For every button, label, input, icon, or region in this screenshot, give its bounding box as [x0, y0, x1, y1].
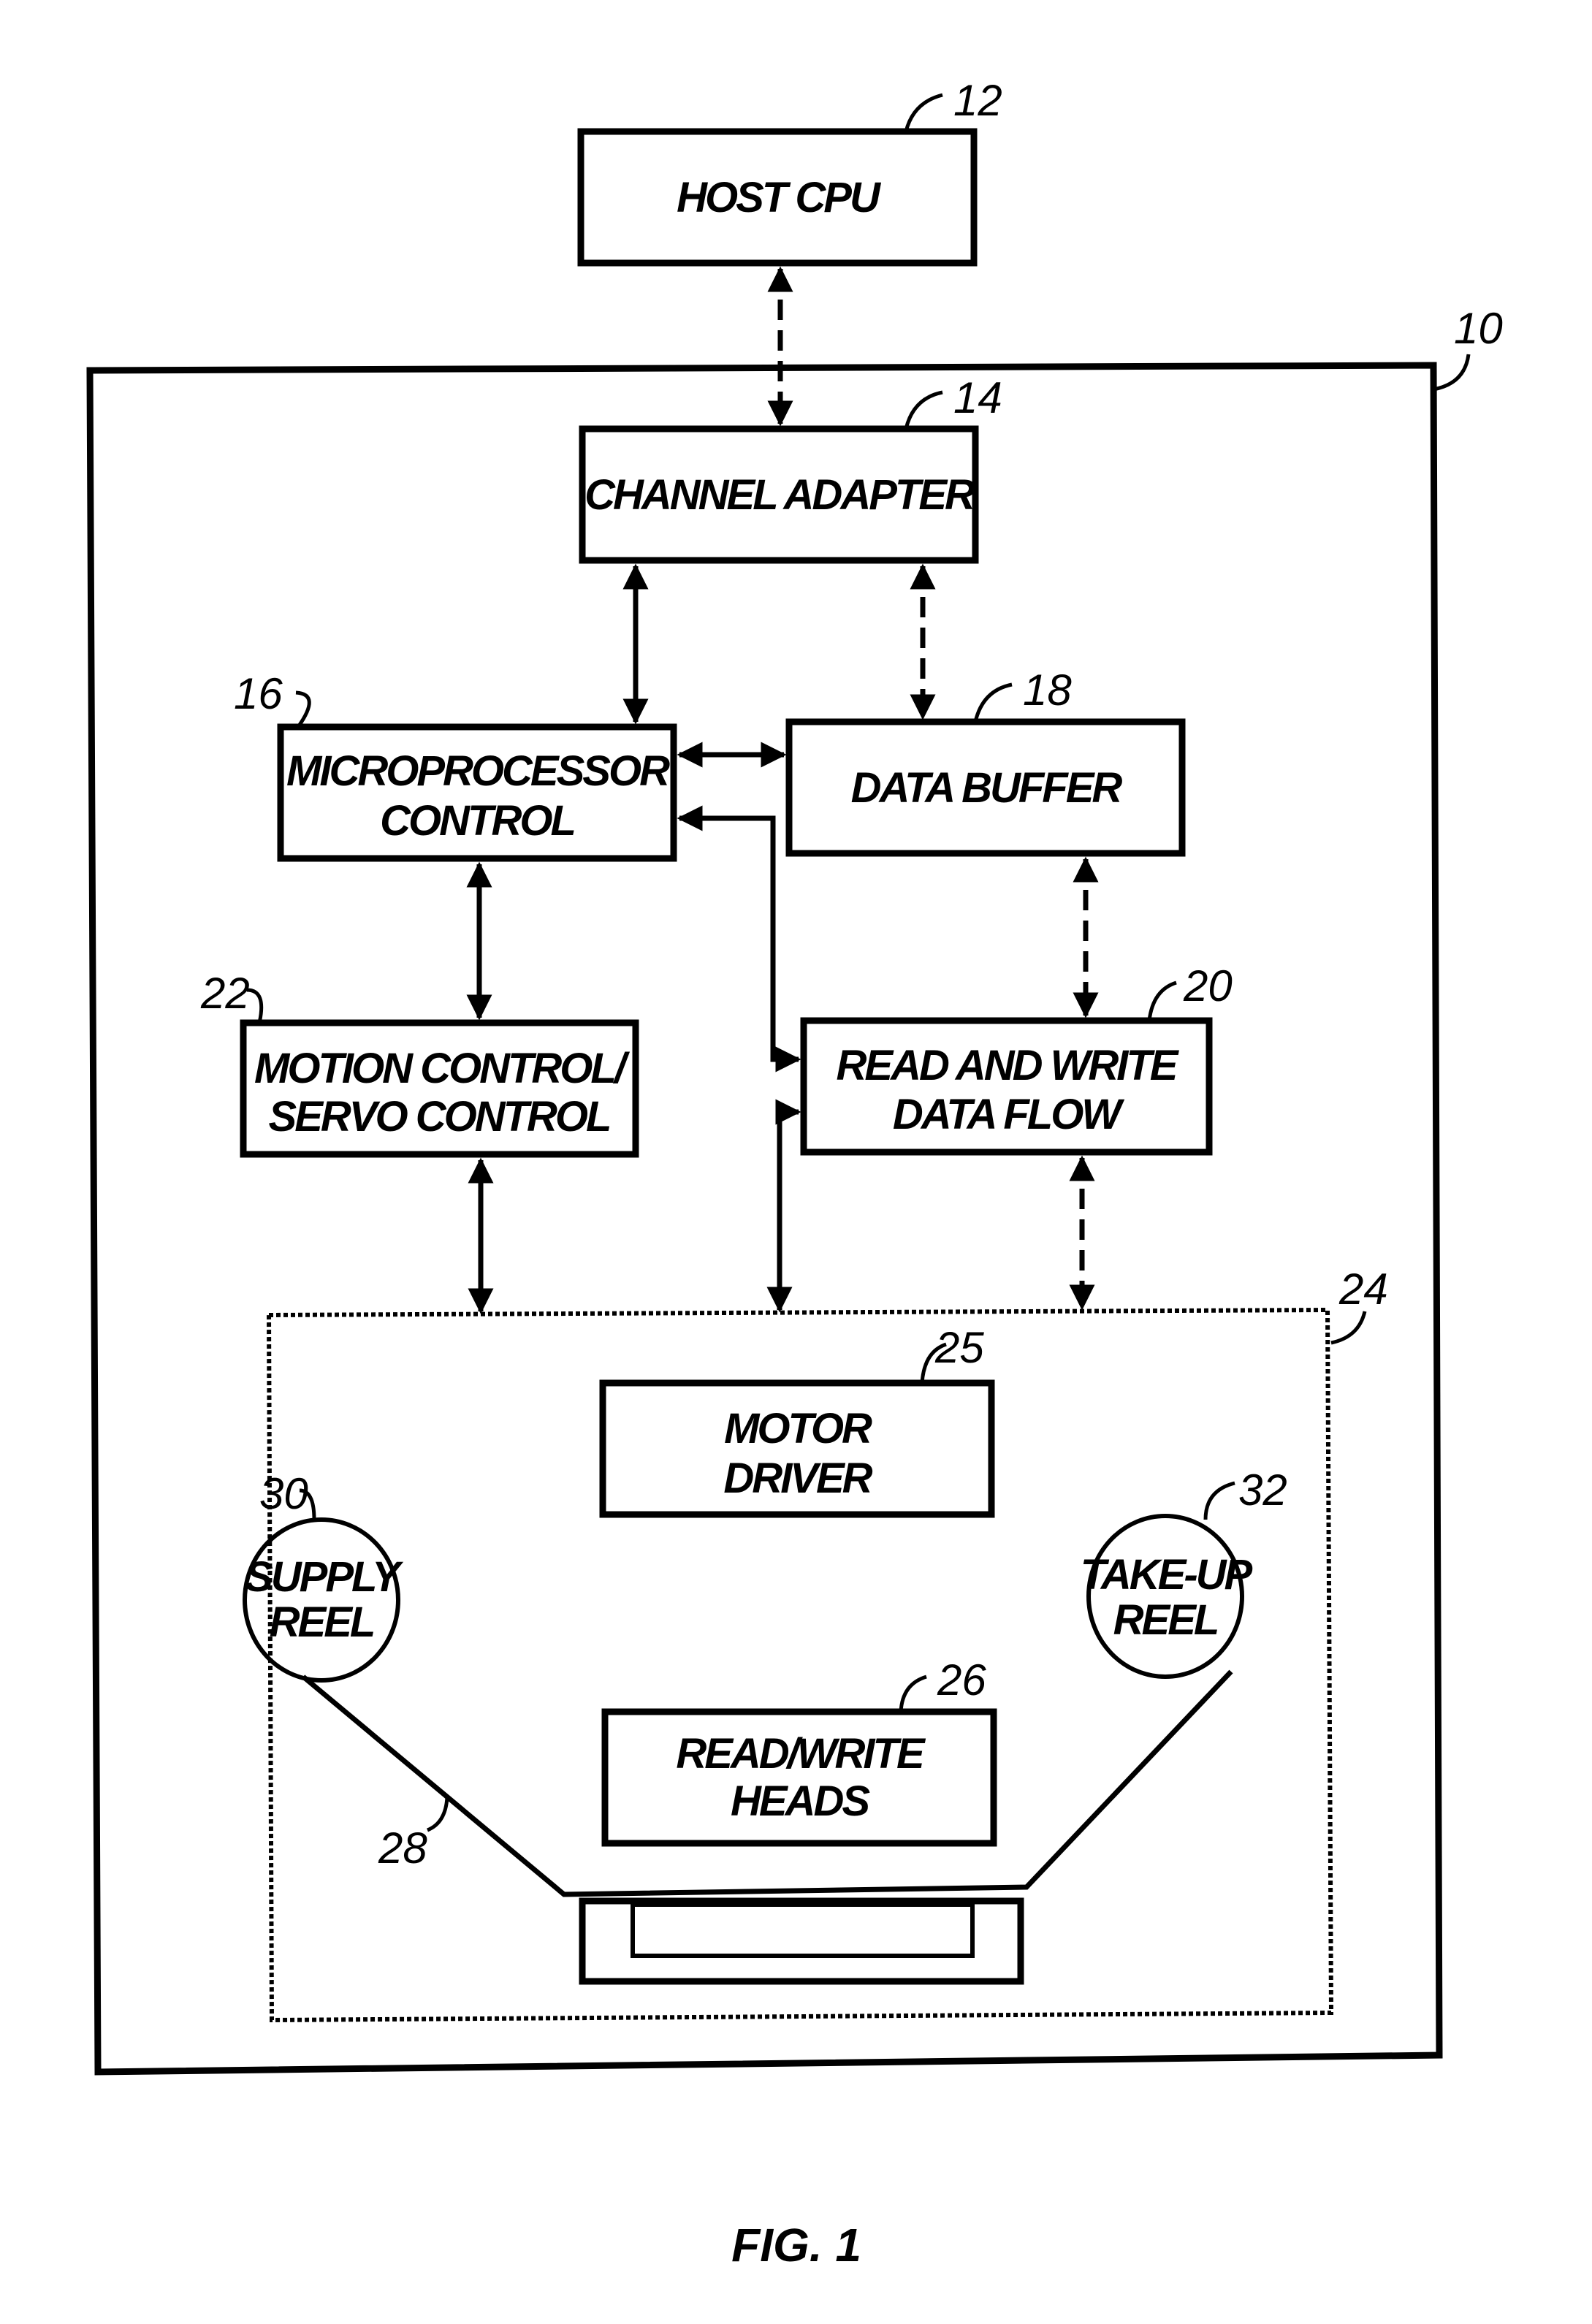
leader-26: [899, 1675, 927, 1712]
leader-10: [1433, 354, 1471, 392]
figure-caption: FIG. 1: [731, 2219, 861, 2271]
data-flow-label-line1: READ AND WRITE: [837, 1042, 1180, 1089]
block-read-write-heads: READ/WRITE HEADS 26: [601, 1656, 997, 1847]
block-microprocessor-control: MICROPROCESSOR CONTROL 16: [234, 669, 677, 862]
ref-label-25: 25: [934, 1323, 984, 1372]
tape-drive-enclosure-24: [266, 1307, 1334, 2023]
ref-label-32: 32: [1238, 1466, 1287, 1515]
motor-driver-label-line2: DRIVER: [723, 1455, 872, 1502]
leader-12: [904, 93, 943, 132]
ref-label-18: 18: [1023, 666, 1072, 715]
leader-16: [295, 690, 311, 728]
supply-reel: SUPPLY REEL 30: [243, 1469, 406, 1683]
block-host-cpu: HOST CPU 12: [577, 76, 1002, 267]
ref-label-30: 30: [259, 1469, 308, 1518]
ref-label-24: 24: [1338, 1265, 1388, 1314]
block-read-write-data-flow: READ AND WRITE DATA FLOW 20: [800, 961, 1233, 1156]
microprocessor-label-line2: CONTROL: [380, 797, 574, 845]
leader-32: [1203, 1481, 1235, 1520]
channel-adapter-label: CHANNEL ADAPTER: [584, 471, 975, 519]
leader-25: [920, 1342, 947, 1384]
take-up-reel-label-line1: TAKE-UP: [1081, 1551, 1253, 1599]
block-data-buffer: DATA BUFFER 18: [785, 666, 1186, 857]
head-assembly-inner: [631, 1902, 975, 1958]
take-up-reel-label-line2: REEL: [1113, 1596, 1218, 1644]
leader-18: [973, 682, 1013, 723]
ref-label-12: 12: [953, 76, 1002, 125]
supply-reel-label-line2: REEL: [270, 1599, 374, 1646]
take-up-reel: TAKE-UP REEL 32: [1081, 1466, 1287, 1679]
host-cpu-label: HOST CPU: [677, 174, 882, 221]
heads-label-line1: READ/WRITE: [676, 1730, 926, 1778]
ref-label-10: 10: [1454, 304, 1503, 353]
ref-label-14: 14: [953, 373, 1002, 422]
block-motor-driver: MOTOR DRIVER 25: [599, 1323, 995, 1518]
block-channel-adapter: CHANNEL ADAPTER 14: [579, 373, 1002, 564]
head-assembly-outer: [579, 1897, 1024, 1985]
leader-30: [299, 1488, 316, 1520]
data-buffer-label: DATA BUFFER: [851, 764, 1123, 812]
ref-label-28: 28: [378, 1824, 427, 1872]
connector-microprocessor-dataflow[interactable]: [677, 805, 801, 1073]
leader-28: [426, 1797, 449, 1832]
connector-drive-dataflow[interactable]: [766, 1099, 801, 1313]
tape-path-28: [301, 1669, 1233, 1897]
ref-label-16: 16: [234, 669, 283, 718]
leader-14: [904, 390, 943, 430]
leader-20: [1147, 980, 1177, 1021]
ref-label-26: 26: [937, 1656, 986, 1704]
leader-22: [246, 988, 264, 1024]
data-flow-label-line2: DATA FLOW: [893, 1091, 1124, 1138]
ref-label-22: 22: [200, 969, 250, 1018]
motion-control-label-line1: MOTION CONTROL/: [254, 1045, 631, 1092]
supply-reel-label-line1: SUPPLY: [245, 1553, 404, 1601]
system-enclosure-10: [86, 362, 1443, 2076]
motion-control-label-line2: SERVO CONTROL: [269, 1093, 610, 1140]
motor-driver-label-line1: MOTOR: [724, 1405, 872, 1452]
leader-24: [1330, 1311, 1367, 1345]
microprocessor-label-line1: MICROPROCESSOR: [286, 747, 670, 795]
heads-label-line2: HEADS: [731, 1778, 870, 1825]
ref-label-20: 20: [1183, 961, 1233, 1010]
block-motion-servo-control: MOTION CONTROL/ SERVO CONTROL 22: [200, 969, 639, 1158]
